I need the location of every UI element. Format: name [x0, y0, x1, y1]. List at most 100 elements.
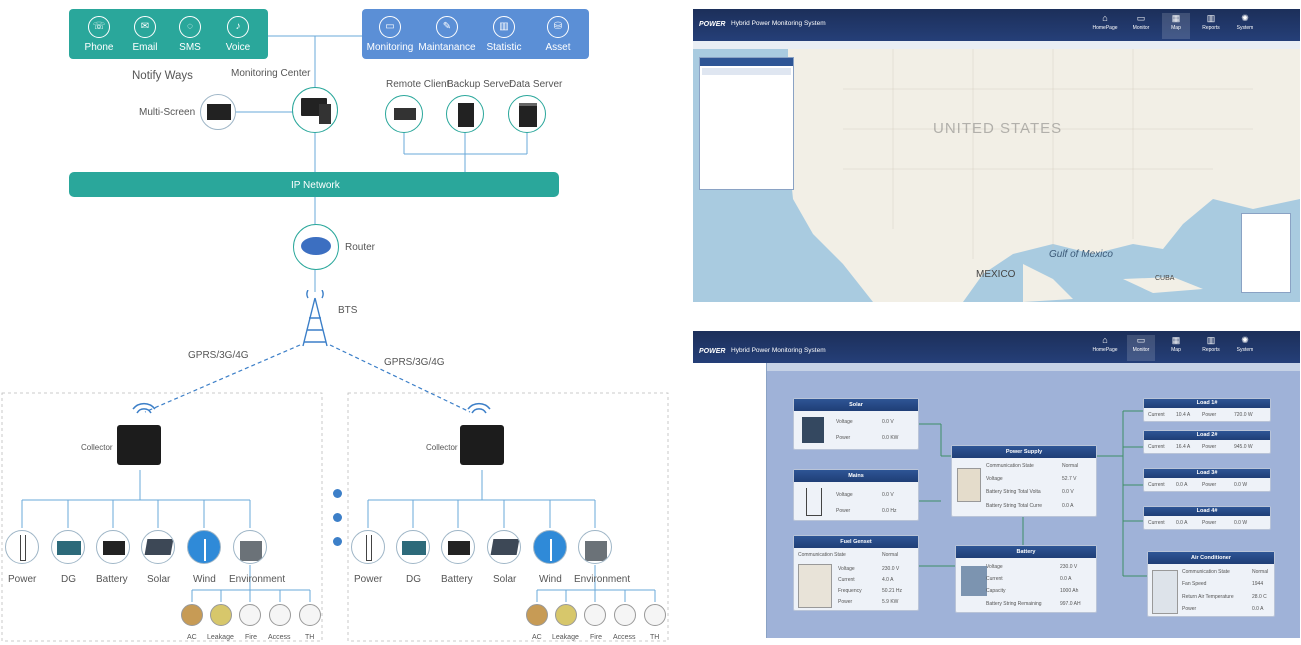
battery-row-label: Voltage	[986, 564, 1003, 570]
power-supply-card[interactable]: Power Supply Communication State Normal …	[951, 445, 1097, 517]
collector-left-label: Collector	[81, 443, 113, 452]
current-label: Current	[1148, 482, 1165, 488]
device-label: Battery	[96, 574, 128, 585]
solar-voltage-value: 0.0 V	[882, 419, 894, 425]
voltage-label: Voltage	[836, 492, 853, 498]
center-maintanance[interactable]: ✎Maintanance	[418, 16, 476, 53]
app-header	[693, 331, 1300, 363]
map-country-label: UNITED STATES	[933, 120, 1063, 137]
notify-ways-title: Notify Ways	[132, 70, 193, 82]
nav-system[interactable]: ✺System	[1231, 335, 1259, 353]
voice-icon: ♪	[227, 16, 249, 38]
wind-device-icon	[187, 530, 221, 564]
ac-sensor-icon	[181, 604, 203, 626]
fuel-row-label: Voltage	[838, 566, 855, 572]
chart-icon: ▥	[493, 16, 515, 38]
battery-row-label: Battery String Remaining	[986, 601, 1042, 607]
solar-card[interactable]: Solar Voltage 0.0 V Power 0.0 KW	[793, 398, 919, 450]
sensor-label: AC	[532, 634, 542, 641]
nav-homepage[interactable]: ⌂HomePage	[1092, 335, 1118, 353]
more-sites-dot	[333, 537, 342, 546]
nav-map[interactable]: ▦Map	[1162, 13, 1190, 39]
environment-device-icon	[233, 530, 267, 564]
sensor-label: Access	[268, 634, 291, 641]
power-label: Power	[836, 508, 851, 514]
dg-device-icon	[51, 530, 85, 564]
air-conditioner-card[interactable]: Air Conditioner Communication State Norm…	[1147, 551, 1275, 617]
data-server-label: Data Server	[509, 79, 563, 90]
load-title: Load 3#	[1144, 469, 1270, 478]
center-statistic[interactable]: ▥Statistic	[480, 16, 528, 53]
battery-card[interactable]: Battery Voltage 230.0 V Current 0.0 A Ca…	[955, 545, 1097, 613]
load-card[interactable]: Load 4# Current 0.0 A Power 0.0 W	[1143, 506, 1271, 530]
power-label: Power	[1202, 444, 1217, 450]
chart-icon: ▥	[1206, 13, 1216, 23]
load-current-value: 0.0 A	[1176, 482, 1188, 488]
fuel-row-label: Frequency	[838, 588, 862, 594]
ac-unit-icon	[1152, 570, 1178, 614]
supply-row-label: Battery String Total Volta	[986, 489, 1041, 495]
battery-device-icon	[441, 530, 475, 564]
mains-card[interactable]: Mains Voltage 0.0 V Power 0.0 Hz	[793, 469, 919, 521]
nav-system[interactable]: ✺System	[1231, 13, 1259, 31]
sensor-label: Fire	[590, 634, 603, 641]
center-asset[interactable]: ⛁Asset	[534, 16, 582, 53]
supply-row-value: 0.0 V	[1062, 489, 1074, 495]
router-label: Router	[345, 242, 376, 253]
solar-device-icon	[487, 530, 521, 564]
load-card[interactable]: Load 1# Current 10.4 A Power 720.0 W	[1143, 398, 1271, 422]
load-power-value: 0.0 W	[1234, 520, 1248, 526]
access-sensor-icon	[614, 604, 636, 626]
fuel-row-value: 230.0 V	[882, 566, 900, 572]
power-label: Power	[836, 435, 851, 441]
monitor-icon: ▭	[379, 16, 401, 38]
load-current-value: 0.0 A	[1176, 520, 1188, 526]
power-device-icon	[351, 530, 385, 564]
nav-monitor[interactable]: ▭Monitor	[1127, 335, 1155, 361]
notify-phone[interactable]: ☏Phone	[80, 16, 118, 53]
supply-row-value: 52.7 V	[1062, 476, 1077, 482]
load-card[interactable]: Load 3# Current 0.0 A Power 0.0 W	[1143, 468, 1271, 492]
sensor-label: TH	[650, 634, 660, 641]
workstation-node	[292, 87, 338, 133]
remote-client-node	[385, 95, 423, 133]
notify-sms[interactable]: ◌SMS	[171, 16, 209, 53]
wifi-signal-icon	[467, 402, 491, 414]
battery-row-label: Capacity	[986, 588, 1006, 594]
nav-map[interactable]: ▦Map	[1162, 335, 1190, 353]
dg-device-icon	[396, 530, 430, 564]
battery-row-value: 230.0 V	[1060, 564, 1078, 570]
nav-homepage[interactable]: ⌂HomePage	[1092, 13, 1118, 31]
nav-monitor[interactable]: ▭Monitor	[1127, 13, 1155, 31]
device-label: Wind	[539, 574, 562, 585]
leakage-sensor-icon	[210, 604, 232, 626]
ac-row-label: Power	[1182, 606, 1197, 612]
battery-row-value: 997.0 AH	[1060, 601, 1081, 607]
fuel-genset-card[interactable]: Fuel Genset Communication State Normal V…	[793, 535, 919, 611]
ac-row-value: 28.0 C	[1252, 594, 1267, 600]
nav-reports[interactable]: ▥Reports	[1197, 335, 1225, 353]
power-label: Power	[1202, 520, 1217, 526]
access-sensor-icon	[269, 604, 291, 626]
comm-state-label: Communication State	[986, 463, 1034, 469]
link-left-label: GPRS/3G/4G	[188, 350, 249, 361]
load-card[interactable]: Load 2# Current 16.4 A Power 945.0 W	[1143, 430, 1271, 454]
nav-reports[interactable]: ▥Reports	[1197, 13, 1225, 31]
load-title: Load 2#	[1144, 431, 1270, 440]
fuel-row-label: Current	[838, 577, 855, 583]
load-current-value: 16.4 A	[1176, 444, 1191, 450]
notify-voice[interactable]: ♪Voice	[219, 16, 257, 53]
fuel-comm-value: Normal	[882, 552, 899, 558]
fire-sensor-icon	[239, 604, 261, 626]
device-label: Wind	[193, 574, 216, 585]
topology-lines	[1, 35, 669, 642]
monitor-connector-lines	[919, 410, 1147, 577]
load-power-value: 0.0 W	[1234, 482, 1248, 488]
center-monitoring[interactable]: ▭Monitoring	[366, 16, 414, 53]
device-label: Environment	[229, 574, 286, 585]
map-canvas[interactable]	[693, 49, 1300, 302]
backup-server-label: Backup Server	[447, 79, 513, 90]
load-current-value: 10.4 A	[1176, 412, 1191, 418]
notify-email[interactable]: ✉Email	[126, 16, 164, 53]
brand-logo: POWER	[699, 21, 726, 28]
